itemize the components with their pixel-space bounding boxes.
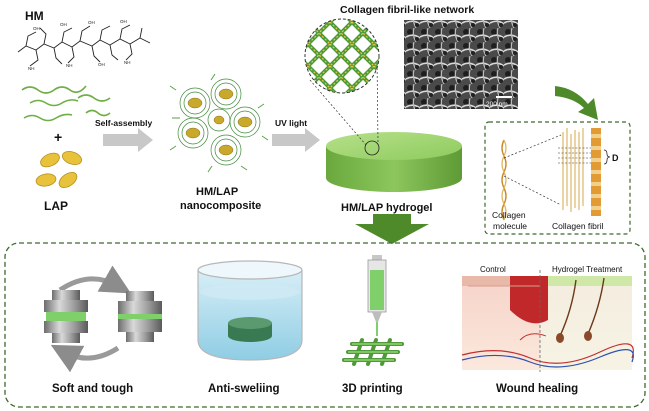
- nanocomposite-clusters: [169, 73, 269, 173]
- wound-control-area: [510, 276, 548, 324]
- soft-tough-illustration: [44, 265, 162, 373]
- collagen-box: [484, 121, 631, 235]
- self-assembly-arrow: [103, 128, 153, 152]
- hydrogel-treatment-label: Hydrogel Treatment: [552, 265, 623, 274]
- svg-text:OH: OH: [98, 62, 105, 67]
- svg-text:OH: OH: [33, 26, 40, 31]
- soft-tough-label: Soft and tough: [52, 383, 133, 395]
- uv-light-arrow: [272, 128, 320, 152]
- sem-image: [404, 20, 518, 109]
- svg-text:OH: OH: [88, 20, 95, 25]
- svg-text:OH: OH: [60, 22, 67, 27]
- printing-label: 3D printing: [342, 383, 403, 395]
- network-title: Collagen fibril-like network: [340, 4, 474, 16]
- green-curved-arrow: [555, 86, 598, 120]
- control-label: Control: [480, 265, 506, 274]
- d-period-label: D: [612, 153, 619, 163]
- applications-box: [4, 242, 646, 408]
- hm-label: HM: [25, 9, 44, 23]
- hydrogel-disc: [326, 132, 462, 192]
- collagen-molecule-label-line1: Collagen: [492, 210, 526, 220]
- wound-healing-label: Wound healing: [496, 383, 578, 395]
- scale-bar-label: 200 nm: [486, 101, 508, 108]
- svg-text:NH: NH: [28, 66, 35, 71]
- anti-swelling-illustration: [197, 260, 303, 361]
- nanocomposite-label-line1: HM/LAP: [196, 186, 238, 198]
- svg-text:NH: NH: [66, 63, 73, 68]
- svg-text:NH: NH: [124, 60, 131, 65]
- hm-molecule-structure: [17, 24, 151, 67]
- anti-swelling-label: Anti-sweliing: [208, 383, 280, 395]
- hydrogel-label: HM/LAP hydrogel: [341, 202, 432, 214]
- hm-chains: [21, 85, 111, 122]
- nanocomposite-label-line2: nanocomposite: [180, 200, 261, 212]
- svg-text:OH: OH: [120, 19, 127, 24]
- network-zoom: [304, 18, 380, 146]
- down-arrow: [355, 214, 429, 244]
- lap-particles: [35, 151, 83, 188]
- printing-illustration: [342, 255, 404, 366]
- lap-label: LAP: [44, 199, 68, 213]
- hm-atom-labels: OH OH OH OH NH NH OH NH: [28, 19, 131, 71]
- plus-sign: +: [54, 129, 62, 145]
- self-assembly-label: Self-assembly: [95, 118, 152, 128]
- uv-light-label: UV light: [275, 118, 307, 128]
- collagen-fibril-label: Collagen fibril: [552, 221, 604, 231]
- collagen-molecule-label-line2: molecule: [493, 221, 527, 231]
- wound-healing-illustration: [461, 270, 634, 372]
